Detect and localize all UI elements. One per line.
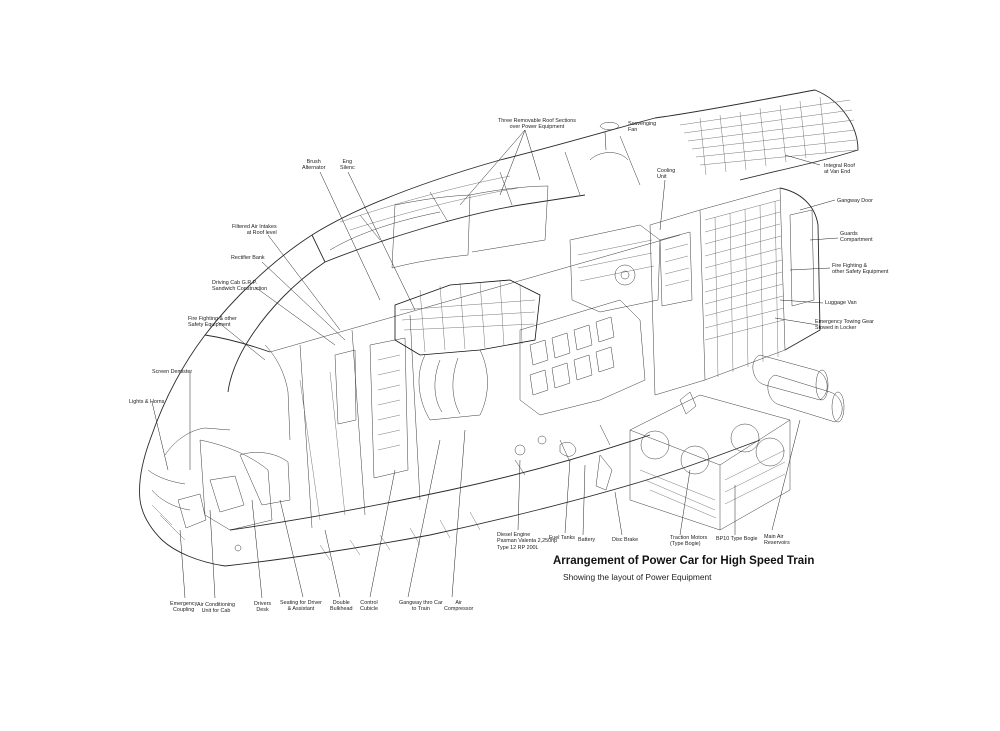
label-integral-roof: Integral Roof at Van End xyxy=(824,163,855,176)
body-side-frame xyxy=(224,234,761,567)
label-drivers-desk: Drivers Desk xyxy=(254,601,272,614)
label-fire-fighting-right: Fire Fighting & other Safety Equipment xyxy=(832,263,889,276)
label-brush-alternator: Brush Alternator xyxy=(302,159,326,172)
main-air-reservoirs xyxy=(752,354,845,423)
label-control-cubicle: Control Cubicle xyxy=(360,600,378,613)
label-guards-compartment: Guards Compartment xyxy=(840,231,873,244)
label-fire-fighting-left: Fire Fighting & other Safety Equipment xyxy=(188,316,237,329)
label-lights-horns: Lights & Horns xyxy=(129,399,165,405)
label-gangway-thro-car: Gangway thro Car to Train xyxy=(399,600,443,613)
label-screen-demister: Screen Demister xyxy=(152,369,193,375)
label-roof-sections: Three Removable Roof Sections over Power… xyxy=(498,118,576,131)
driving-cab-nose xyxy=(139,234,326,567)
label-cooling-unit: Cooling Unit xyxy=(657,168,676,181)
label-driving-cab: Driving Cab G.R.P. Sandwich Construction xyxy=(212,280,268,293)
engine-alternator xyxy=(394,224,661,421)
label-double-bulkhead: Double Bulkhead xyxy=(330,600,353,613)
label-filtered-air-intakes: Filtered Air Intakes at Roof level xyxy=(232,224,277,237)
label-bp10-bogie: BP10 Type Bogie xyxy=(716,536,758,542)
label-gangway-door: Gangway Door xyxy=(837,198,873,204)
label-fuel-tanks: Fuel Tanks xyxy=(549,535,575,541)
diagram-subtitle: Showing the layout of Power Equipment xyxy=(563,572,712,582)
label-seating: Seating for Driver & Assistant xyxy=(280,600,322,613)
leader-lines xyxy=(151,129,839,599)
label-main-air-reservoirs: Main Air Reservoirs xyxy=(764,534,790,547)
label-traction-motors: Traction Motors (Type Bogie) xyxy=(670,535,708,548)
label-emergency-coupling: Emergency Coupling xyxy=(170,601,198,614)
label-battery: Battery xyxy=(578,537,596,543)
label-scavenging-fan: Scavenging Fan xyxy=(628,121,657,134)
label-air-compressor: Air Compressor xyxy=(444,600,474,613)
bogie-assembly xyxy=(595,391,791,531)
van-end xyxy=(649,187,821,396)
label-luggage-van: Luggage Van xyxy=(825,300,857,306)
diagram-title: Arrangement of Power Car for High Speed … xyxy=(553,555,815,567)
label-diesel-engine: Diesel Engine Paxman Valenta 2,250hp Typ… xyxy=(497,532,558,551)
roof-structure xyxy=(311,89,859,269)
label-emergency-towing: Emergency Towing Gear Stowed in Locker xyxy=(815,319,874,332)
label-eng-silenc: Eng Silenc xyxy=(340,159,355,172)
label-disc-brake: Disc Brake xyxy=(612,537,639,543)
label-rectifier-bank: Rectifier Bank xyxy=(231,255,265,261)
label-air-conditioning: Air Conditioning Unit for Cab xyxy=(197,602,236,615)
